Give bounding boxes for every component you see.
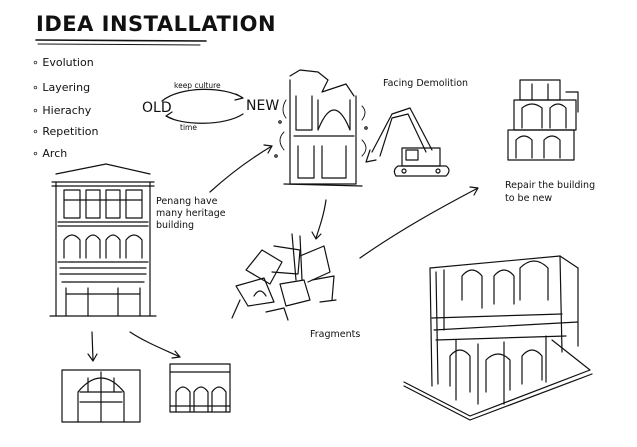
arch-window-detail — [169, 363, 231, 413]
arrow-to-repaired — [359, 186, 479, 259]
penang-line: Penang have — [156, 196, 218, 207]
bullet-label: Repetition — [42, 125, 99, 138]
cycle-new-label: NEW — [246, 98, 280, 114]
cycle-bottom-label: time — [180, 123, 197, 132]
arrow-to-demolition — [209, 144, 273, 193]
penang-line: many heritage — [156, 207, 226, 219]
penang-line: building — [156, 219, 195, 231]
arrows-to-details — [87, 331, 181, 362]
excavator-drawing — [365, 107, 450, 177]
cycle-top-label: keep culture — [174, 81, 221, 90]
bullet-evolution: ∘ Evolution — [32, 56, 94, 69]
demolition-label: Facing Demolition — [383, 78, 469, 89]
arch-door-detail — [61, 369, 141, 423]
arrow-to-fragments — [311, 199, 327, 240]
bullet-label: Arch — [42, 147, 68, 160]
installation-model-drawing — [403, 255, 593, 421]
repair-line: to be new — [505, 192, 553, 204]
fragments-drawing — [231, 233, 337, 321]
page-title: IDEA INSTALLATION — [36, 12, 277, 36]
repair-label: Repair the building to be new — [505, 180, 595, 206]
bullet-layering: ∘ Layering — [32, 81, 91, 94]
repair-line: Repair the building — [505, 180, 596, 191]
cycle-arrows — [161, 88, 244, 124]
bullet-repetition: ∘ Repetition — [32, 125, 99, 138]
bullet-label: Evolution — [42, 56, 94, 69]
bullet-arch: ∘ Arch — [32, 147, 68, 160]
cycle-old-label: OLD — [142, 100, 172, 116]
demolishing-building-drawing — [274, 69, 368, 187]
fragments-label: Fragments — [310, 329, 361, 340]
heritage-building-drawing — [49, 163, 157, 317]
penang-label: Penang have many heritage building — [156, 196, 226, 232]
repaired-building-drawing — [507, 79, 579, 161]
title-underline — [35, 39, 207, 46]
bullet-label: Hierachy — [42, 104, 92, 117]
bullet-hierachy: ∘ Hierachy — [32, 104, 92, 117]
bullet-label: Layering — [42, 81, 91, 94]
